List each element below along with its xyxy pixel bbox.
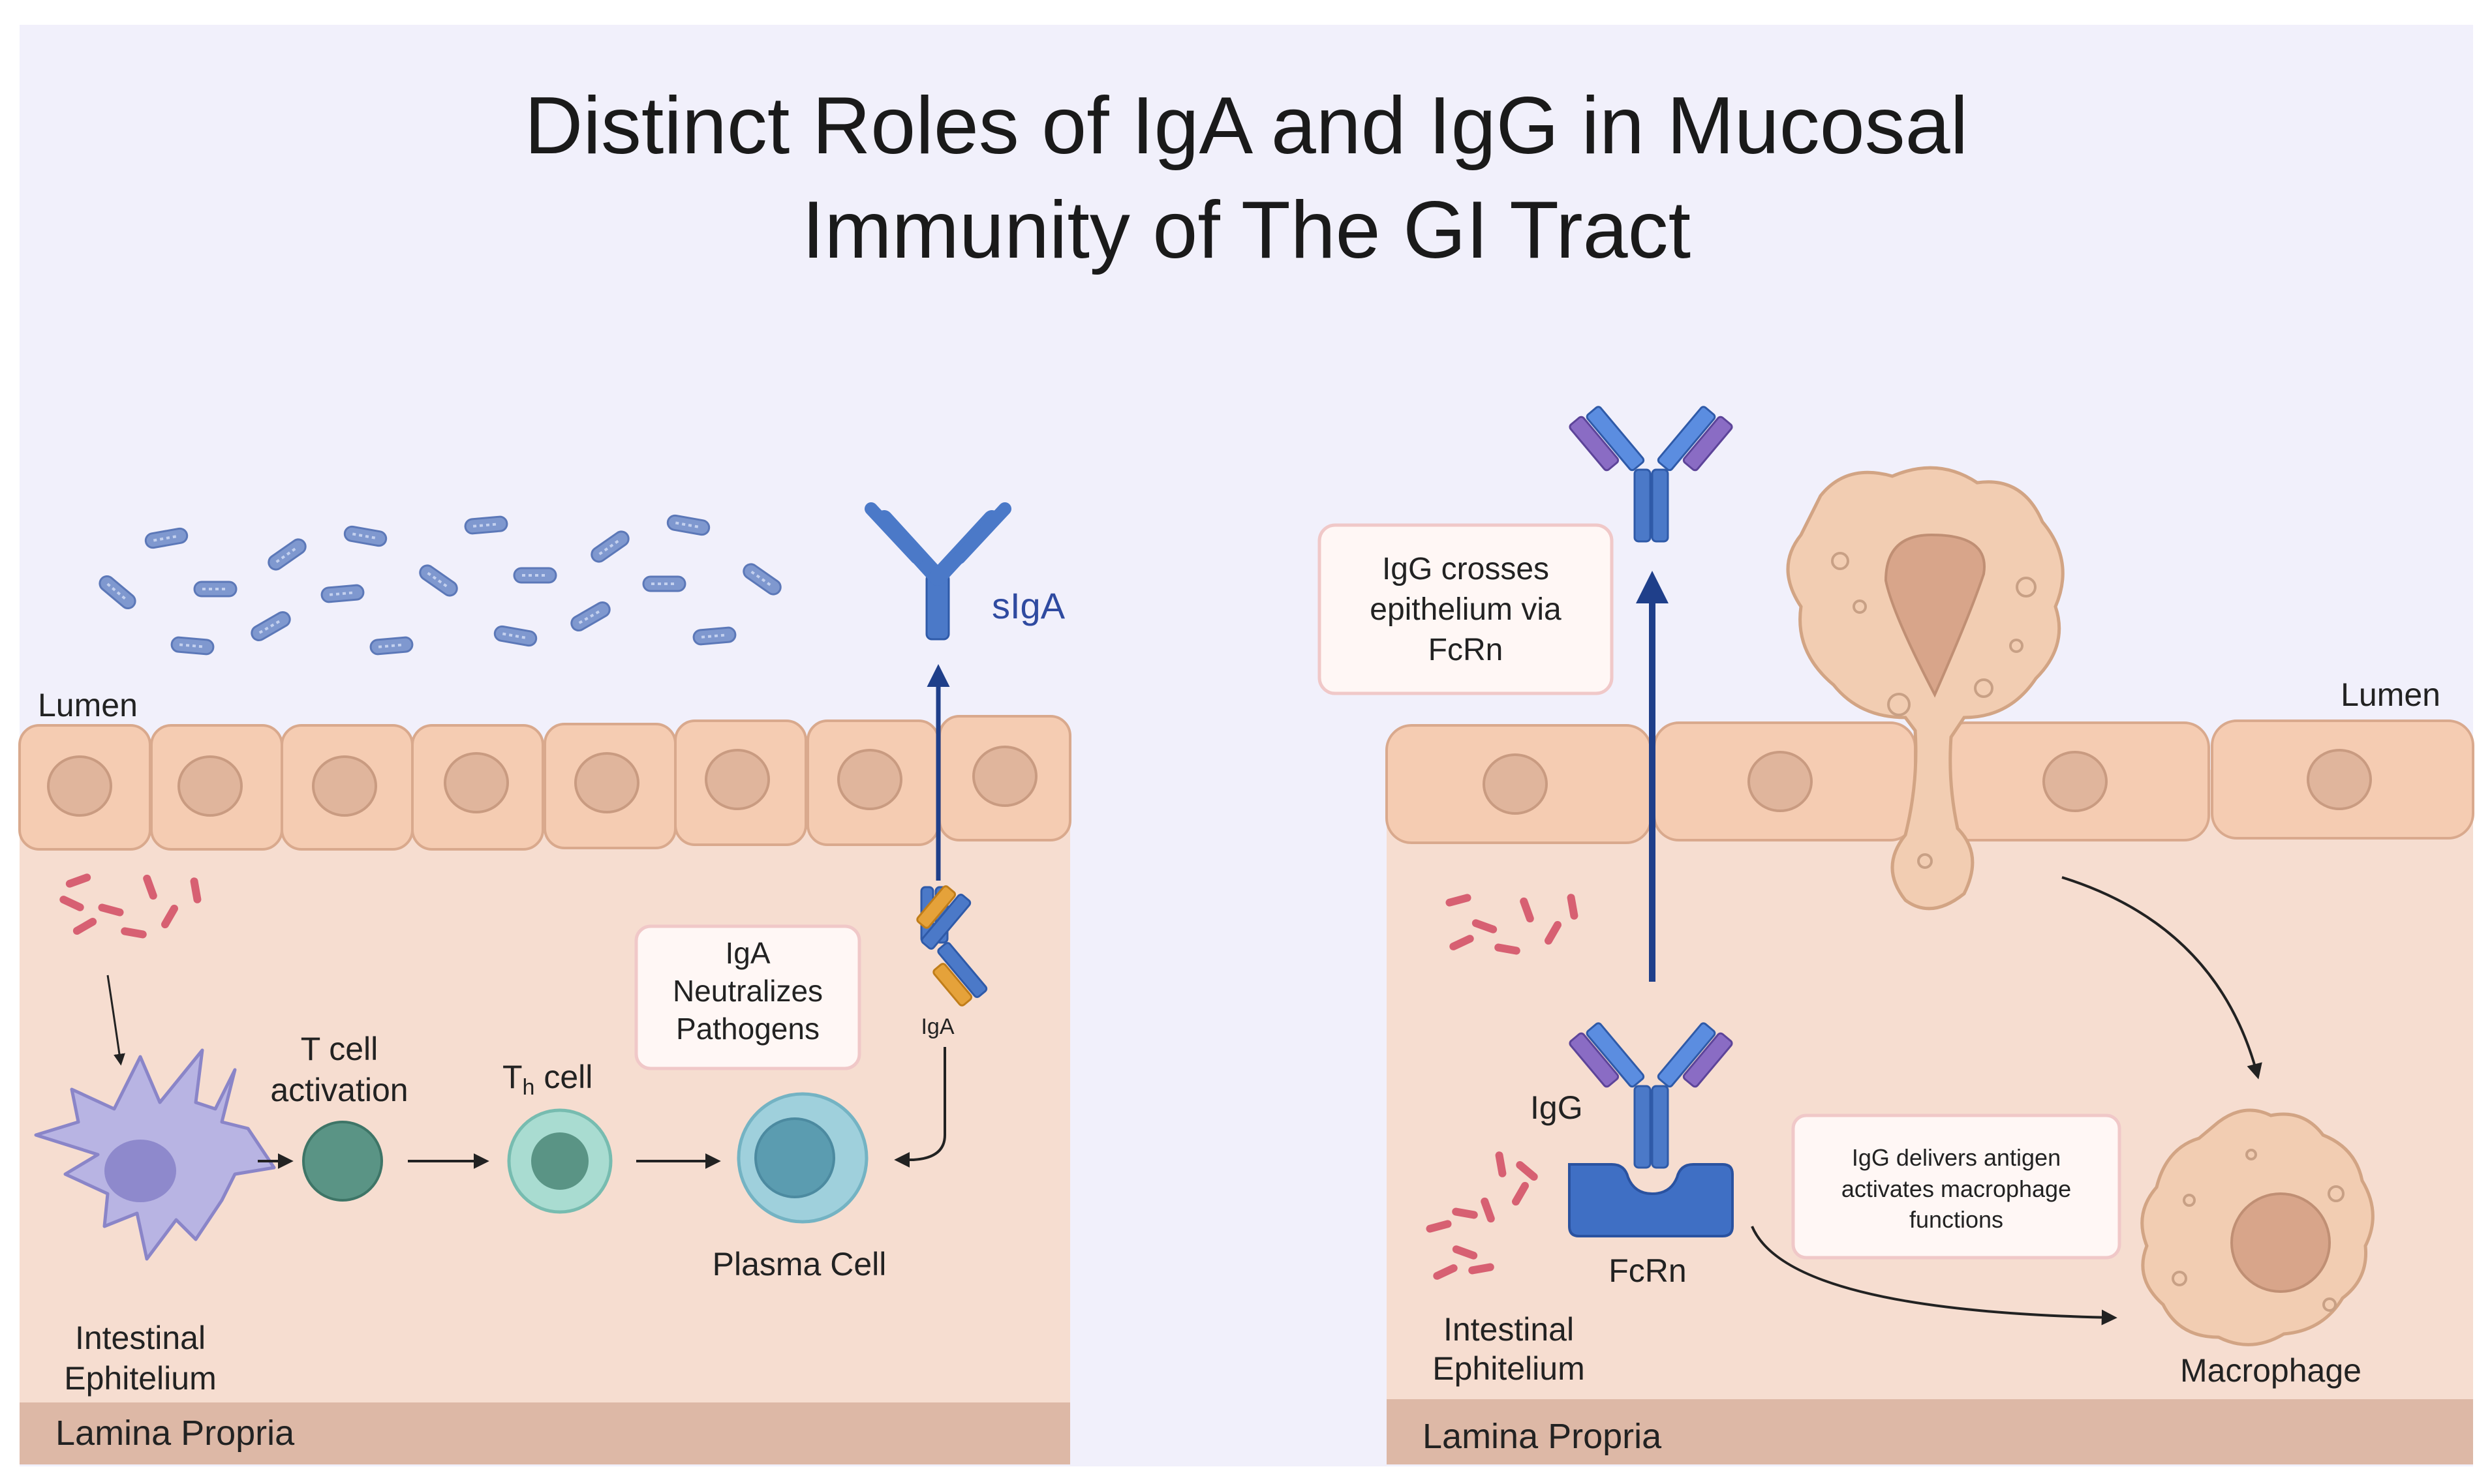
igg-box-line2: epithelium via [1370,592,1561,627]
th-cell-nucleus [531,1132,589,1190]
igg-box-line3: FcRn [1428,633,1503,667]
left-epithelium [18,715,1071,851]
iga-box-line3: Pathogens [676,1012,820,1046]
luminal-to-macrophage-arrow [2061,876,2262,1080]
luminal-sampling-macrophage [1786,466,2065,911]
iga-small-label: IgA [921,1014,954,1039]
t-cell [302,1121,383,1202]
igg-delivers-box [1791,1113,2121,1260]
fcrn-to-macrophage-arrow [1751,1226,2117,1325]
figure-title-line1: Distinct Roles of IgA and IgG in Mucosal [525,81,1968,171]
iga-neutralizes-box [634,924,861,1070]
fcrn-bound-igg [1569,1022,1733,1169]
right-epithelium-label-line1: Intestinal [1443,1311,1574,1348]
deliver-line3: functions [1909,1206,2003,1233]
siga-antibody [865,502,1011,641]
tcell-label-line2: activation [270,1072,408,1108]
left-panel: Lamina Propria Lumen [18,502,1071,1464]
luminal-igg-antibody [1569,406,1733,543]
plasma-cell-nucleus [754,1117,835,1198]
left-epithelium-label-line1: Intestinal [75,1320,206,1356]
igg-box-line1: IgG crosses [1382,552,1549,586]
iga-box-line2: Neutralizes [673,974,823,1008]
deliver-line2: activates macrophage [1841,1175,2071,1202]
right-lumen-label: Lumen [2341,676,2440,713]
th-cell-label: Th cell [502,1059,592,1100]
right-lamina-propria-label: Lamina Propria [1423,1417,1662,1456]
left-lumen-label: Lumen [38,687,138,723]
deliver-line1: IgG delivers antigen [1852,1144,2061,1171]
macrophage-label: Macrophage [2180,1352,2361,1389]
tissue-macrophage [2140,1108,2375,1346]
right-lamina-propria-band [1387,1399,2473,1464]
fcrn-receptor [1568,1163,1734,1237]
bacteria-to-dendritic-arrow [106,975,125,1066]
plasma-cell-label: Plasma Cell [713,1246,887,1282]
dendritic-cell [34,1048,276,1261]
dimeric-iga-antibody [916,885,988,1007]
left-epithelium-label-line2: Ephitelium [64,1360,216,1397]
siga-label: sIgA [992,585,1066,626]
fcrn-label: FcRn [1608,1252,1686,1289]
igg-crosses-box [1317,523,1614,695]
tcell-label-line1: T cell [301,1031,378,1067]
right-epithelium [1385,719,2474,844]
left-lamina-propria-label: Lamina Propria [55,1414,295,1453]
right-epithelium-label-line2: Ephitelium [1432,1350,1584,1387]
iga-box-line1: IgA [725,936,770,970]
figure-title-line2: Immunity of The GI Tract [802,185,1691,275]
plasma-to-iga-arrow [894,1047,946,1168]
left-lamina-propria-band [20,1402,1070,1464]
igg-label: IgG [1530,1089,1583,1126]
right-panel: Lamina Propria Lumen [1317,406,2474,1464]
